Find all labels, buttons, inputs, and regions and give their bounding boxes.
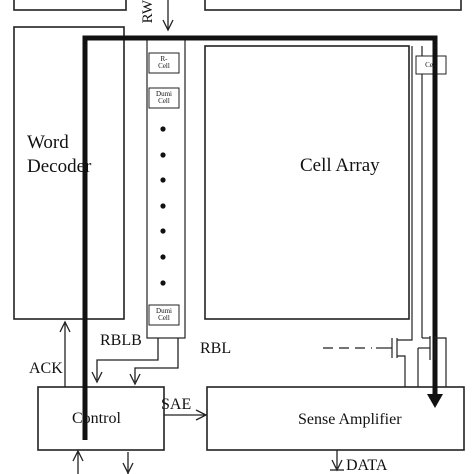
top-left-block bbox=[13, 0, 127, 11]
cell-array-label: Cell Array bbox=[300, 155, 380, 176]
rw-label: RW bbox=[140, 0, 156, 24]
array-cell-box bbox=[415, 55, 447, 75]
data-label: DATA bbox=[346, 457, 388, 474]
critical-path bbox=[82, 35, 438, 440]
cell-array-block bbox=[204, 45, 410, 320]
array-cell-label: Cell bbox=[425, 61, 437, 69]
dummy-cell-top-label: Dumi Cell bbox=[156, 90, 172, 105]
rbl-line bbox=[134, 338, 179, 382]
dummy-cell-bottom-box bbox=[148, 304, 180, 326]
rbl-arrowhead bbox=[129, 373, 141, 386]
word-decoder-block bbox=[13, 26, 125, 320]
control-block bbox=[37, 386, 165, 451]
dummy-cell-top-box bbox=[148, 87, 180, 109]
rbl-label: RBL bbox=[200, 340, 232, 357]
control-label: Control bbox=[72, 410, 121, 427]
control-input-arrowhead bbox=[72, 449, 84, 462]
rw-arrowhead bbox=[162, 19, 174, 32]
column-transistors bbox=[376, 330, 447, 387]
word-decoder-label: Word Decoder bbox=[27, 132, 92, 177]
top-right-block bbox=[204, 0, 462, 11]
replica-cell-label: R- Cell bbox=[158, 55, 170, 70]
sae-arrowhead bbox=[195, 409, 208, 421]
sense-amplifier-block bbox=[206, 386, 465, 451]
replica-column bbox=[146, 37, 186, 339]
rblb-label: RBLB bbox=[100, 332, 142, 349]
dummy-cell-bottom-label: Dumi Cell bbox=[156, 307, 172, 322]
critical-path-arrowhead bbox=[427, 394, 443, 408]
ack-arrowhead bbox=[59, 320, 71, 333]
rblb-line bbox=[96, 338, 159, 380]
sense-amplifier-label: Sense Amplifier bbox=[298, 411, 402, 428]
rblb-arrowhead bbox=[91, 371, 103, 384]
replica-cell-box bbox=[148, 52, 180, 74]
dummy-cell-ellipsis bbox=[160, 126, 166, 286]
ack-label: ACK bbox=[29, 360, 63, 377]
sae-label: SAE bbox=[161, 396, 192, 413]
control-output-arrowhead bbox=[122, 462, 134, 474]
